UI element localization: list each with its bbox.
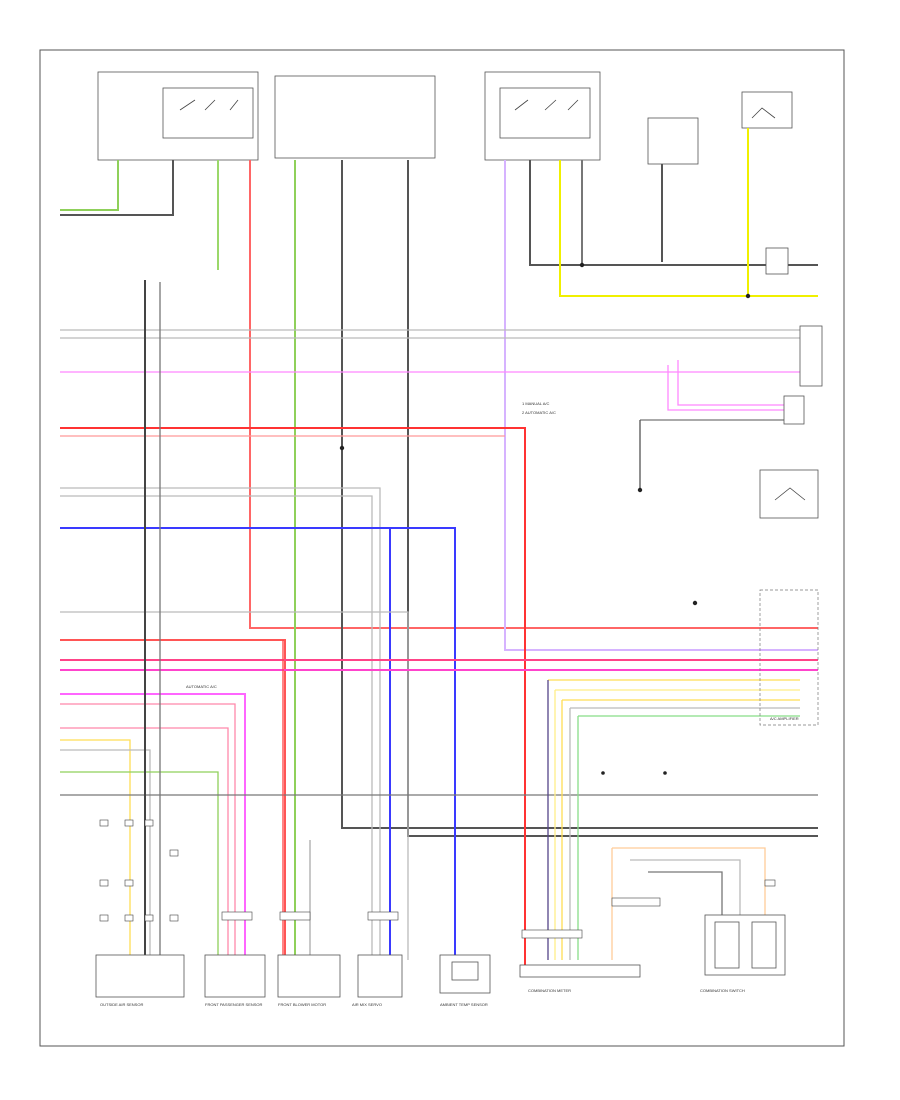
label-air-mix-servo: AIR MIX SERVO <box>352 1002 382 1007</box>
label-combination-meter: COMBINATION METER <box>528 988 571 993</box>
label-front-blower-motor: FRONT BLOWER MOTOR <box>278 1002 326 1007</box>
top-fuse-box-center <box>274 75 436 159</box>
legend-manual: 1 MANUAL A/C <box>522 401 550 406</box>
legend-auto: 2 AUTOMATIC A/C <box>522 410 556 415</box>
connector-pins <box>99 819 776 939</box>
top-right-switch <box>741 91 793 129</box>
label-ecu: A/C AMPLIFIER <box>770 716 799 721</box>
right-connector-block <box>759 247 823 726</box>
label-combination-switch: COMBINATION SWITCH <box>700 988 745 993</box>
label-ambient-temp-sensor: AMBIENT TEMP SENSOR <box>440 1002 488 1007</box>
wire-network <box>60 128 818 970</box>
diagram-frame <box>39 49 845 1047</box>
top-relay-box-right <box>484 71 601 161</box>
top-relay-box-left <box>97 71 259 161</box>
junction-dots <box>339 262 751 775</box>
label-front-passenger-sensor: FRONT PASSENGER SENSOR <box>205 1002 263 1007</box>
label-outside-air-sensor: OUTSIDE AIR SENSOR <box>100 1002 143 1007</box>
note-automatic: AUTOMATIC A/C <box>186 684 217 689</box>
bottom-components <box>95 914 786 998</box>
top-fuse-small <box>647 117 699 165</box>
